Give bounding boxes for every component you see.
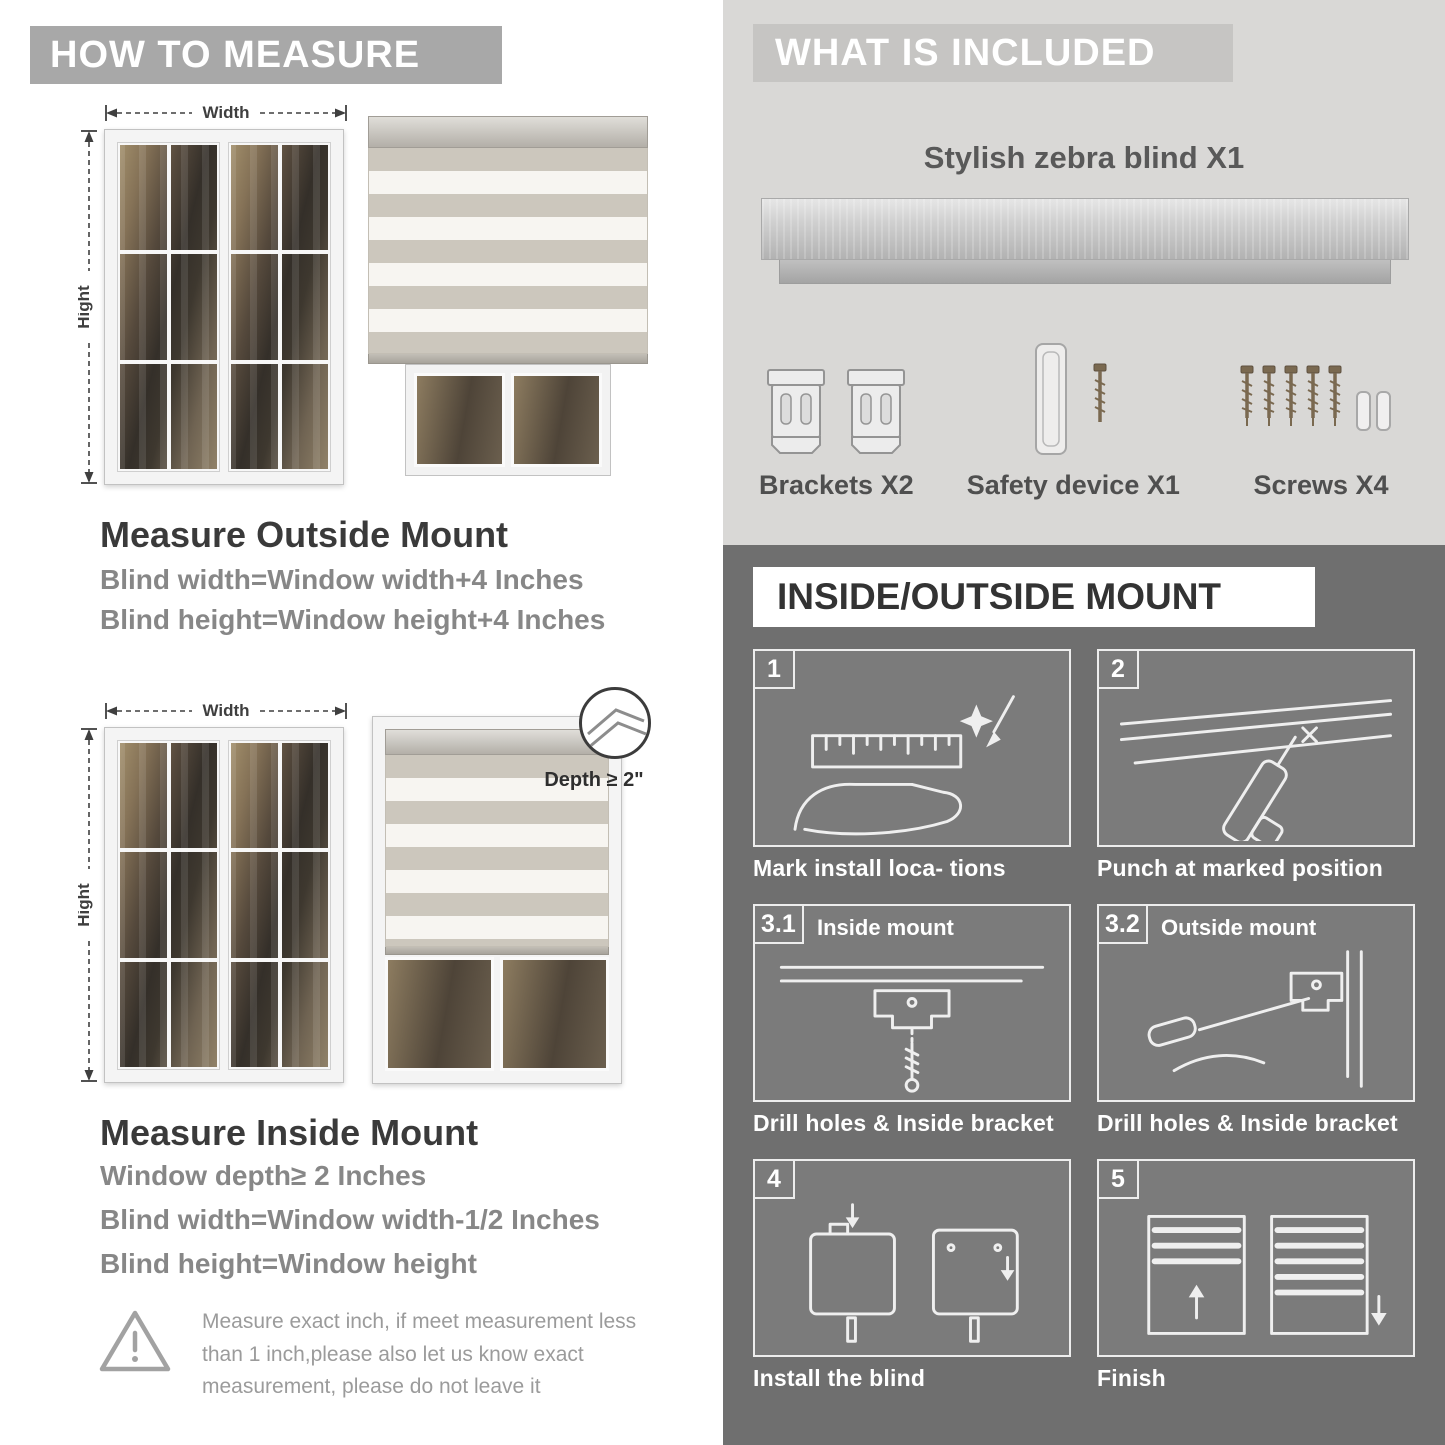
- screws-label: Screws X4: [1253, 470, 1389, 500]
- inside-mount-title: Measure Inside Mount: [100, 1112, 479, 1153]
- step-3-2-caption: Drill holes & Inside bracket: [1097, 1110, 1398, 1136]
- inside-outside-mount-section: INSIDE/OUTSIDE MOUNT 1: [723, 545, 1445, 1445]
- step-3-1-illustration: [779, 965, 1045, 1093]
- window-illustration: [104, 727, 344, 1083]
- included-items-row: Brackets X2: [723, 318, 1445, 501]
- step-4-panel: 4: [753, 1159, 1071, 1357]
- width-arrow: Width: [105, 701, 347, 720]
- right-column: WHAT IS INCLUDED Stylish zebra blind X1: [723, 0, 1445, 1445]
- step-3-1-caption: Drill holes & Inside bracket: [753, 1110, 1054, 1136]
- step-3-1: 3.1 Inside mount Dril: [753, 904, 1071, 1137]
- window-sash: [228, 142, 331, 472]
- what-is-included-section: WHAT IS INCLUDED Stylish zebra blind X1: [723, 0, 1445, 545]
- how-to-measure-title: HOW TO MEASURE: [50, 34, 421, 76]
- width-label: Width: [202, 701, 249, 720]
- warning-triangle-icon: [99, 1310, 171, 1372]
- what-is-included-header: WHAT IS INCLUDED: [753, 24, 1233, 82]
- height-label: Hight: [78, 883, 93, 927]
- inside-mount-line3: Blind height=Window height: [100, 1248, 477, 1279]
- blind-headrail: [385, 729, 609, 755]
- step-3-1-panel: 3.1 Inside mount: [753, 904, 1071, 1102]
- step-1-number: 1: [753, 649, 795, 689]
- step-3-1-label: Inside mount: [817, 915, 954, 940]
- step-5-number: 5: [1097, 1159, 1139, 1199]
- mount-section-header: INSIDE/OUTSIDE MOUNT: [753, 567, 1315, 627]
- step-2-caption: Punch at marked position: [1097, 855, 1383, 881]
- what-is-included-title: WHAT IS INCLUDED: [775, 32, 1156, 74]
- step-5-illustration: [1147, 1214, 1387, 1335]
- inside-mount-line2: Blind width=Window width-1/2 Inches: [100, 1204, 600, 1235]
- brackets-label: Brackets X2: [759, 470, 914, 500]
- brackets-icon: [763, 318, 909, 460]
- zebra-blind-stripes: [368, 148, 648, 354]
- inside-window-figure: Width Hight: [78, 700, 348, 1083]
- step-4: 4: [753, 1159, 1071, 1392]
- safety-device-label: Safety device X1: [966, 470, 1180, 500]
- step-3-2-label: Outside mount: [1161, 915, 1317, 940]
- inside-blind-figure: Depth ≥ 2": [372, 687, 651, 1084]
- step-4-caption: Install the blind: [753, 1365, 926, 1391]
- mount-steps-grid: 1: [753, 649, 1415, 1392]
- blind-bottom-bar: [368, 354, 648, 364]
- outside-blind-figure: [368, 116, 648, 476]
- outside-mount-line2: Blind height=Window height+4 Inches: [100, 604, 606, 635]
- width-arrow: Width: [105, 103, 347, 122]
- included-item-safety-device: Safety device X1: [967, 318, 1180, 501]
- step-3-1-number: 3.1: [753, 904, 804, 944]
- step-2-illustration: [1119, 699, 1393, 841]
- depth-callout-circle: [579, 687, 651, 759]
- blind-headrail: [368, 116, 648, 148]
- step-2-panel: 2: [1097, 649, 1415, 847]
- step-3-2-illustration: [1147, 950, 1363, 1088]
- depth-label: Depth ≥ 2": [544, 769, 644, 791]
- step-3-2-panel: 3.2 Outside mount: [1097, 904, 1415, 1102]
- inside-mount-line1: Window depth≥ 2 Inches: [100, 1160, 427, 1191]
- outside-mount-title: Measure Outside Mount: [100, 514, 509, 555]
- screws-icon: [1233, 318, 1409, 460]
- step-5: 5: [1097, 1159, 1415, 1392]
- zebra-blind-headrail-image: [761, 198, 1409, 260]
- outside-mount-line1: Blind width=Window width+4 Inches: [100, 564, 584, 595]
- zebra-blind-stripes: [385, 755, 609, 947]
- step-1: 1: [753, 649, 1071, 882]
- height-label: Hight: [78, 285, 93, 329]
- window-glass-below-blind: [385, 957, 609, 1071]
- width-label: Width: [202, 103, 249, 122]
- window-below-blind: [405, 364, 611, 476]
- product-title: Stylish zebra blind X1: [923, 140, 1245, 175]
- step-2-number: 2: [1097, 649, 1139, 689]
- zebra-blind-headrail-underside: [779, 260, 1391, 284]
- warning-text: Measure exact inch, if meet measurement …: [202, 1310, 637, 1399]
- window-sash: [117, 740, 220, 1070]
- safety-device-icon: [1008, 318, 1138, 460]
- how-to-measure-header: HOW TO MEASURE: [30, 26, 502, 84]
- step-2: 2: [1097, 649, 1415, 882]
- outside-window-figure: Width Hight: [78, 102, 348, 485]
- included-item-brackets: Brackets X2: [759, 318, 914, 501]
- blind-bottom-bar: [385, 947, 609, 955]
- window-sash: [228, 740, 331, 1070]
- step-1-caption: Mark install loca- tions: [753, 855, 1006, 881]
- how-to-measure-section: HOW TO MEASURE Width: [30, 26, 654, 1404]
- step-1-panel: 1: [753, 649, 1071, 847]
- window-illustration: [104, 129, 344, 485]
- height-arrow: Hight: [78, 728, 97, 1082]
- step-5-caption: Finish: [1097, 1365, 1166, 1391]
- step-3-2: 3.2 Outside mount Drill holes & Ins: [1097, 904, 1415, 1137]
- mount-section-title: INSIDE/OUTSIDE MOUNT: [777, 576, 1222, 617]
- step-4-number: 4: [753, 1159, 795, 1199]
- height-arrow: Hight: [78, 130, 97, 484]
- window-sash: [117, 142, 220, 472]
- measure-warning: Measure exact inch, if meet measurement …: [96, 1306, 654, 1404]
- step-3-2-number: 3.2: [1097, 904, 1148, 944]
- included-item-screws: Screws X4: [1233, 318, 1409, 501]
- step-1-illustration: [793, 695, 1015, 836]
- step-5-panel: 5: [1097, 1159, 1415, 1357]
- step-4-illustration: [809, 1203, 1019, 1343]
